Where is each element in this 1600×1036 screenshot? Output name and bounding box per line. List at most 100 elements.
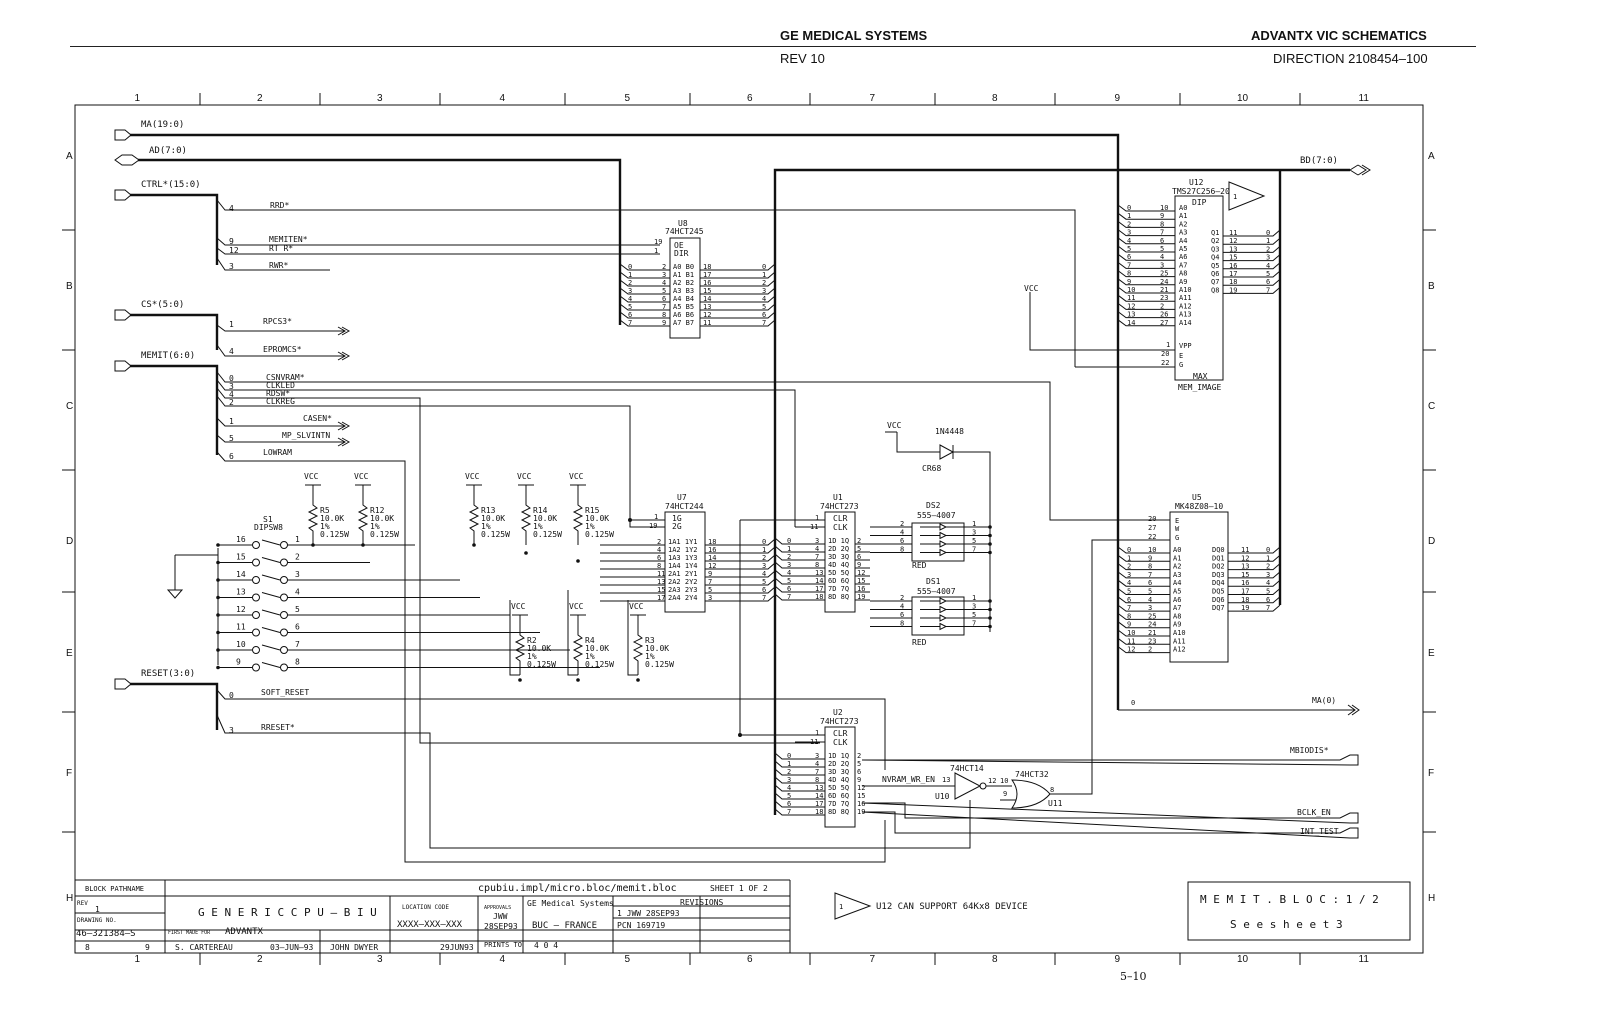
svg-text:0: 0 bbox=[229, 374, 234, 383]
u12-pin: 13 bbox=[1229, 245, 1237, 253]
svg-text:3: 3 bbox=[229, 382, 234, 391]
svg-text:20: 20 bbox=[1161, 350, 1169, 358]
u8-pin-name: A0 B0 bbox=[673, 263, 694, 271]
u8-a-wire bbox=[619, 311, 670, 319]
u8-pin-name: A6 B6 bbox=[673, 311, 694, 319]
u5-pin-name: A1 bbox=[1173, 554, 1181, 562]
u8-b-wire bbox=[700, 319, 776, 327]
block-path: cpubiu.impl/micro.bloc/memit.bloc bbox=[478, 883, 677, 894]
junction-dot bbox=[628, 518, 632, 522]
resistor-ref: R14 bbox=[533, 506, 548, 515]
resistor-tolerance: 1% bbox=[533, 522, 543, 531]
latch-pin: 8 bbox=[815, 561, 819, 569]
s1-ref: S1 bbox=[263, 515, 273, 524]
u8-pin-name: A2 B2 bbox=[673, 279, 694, 287]
u12-pin: 25 bbox=[1160, 270, 1168, 278]
latch-pin: 8 bbox=[815, 776, 819, 784]
ds1-part: 555–4007 bbox=[917, 587, 956, 596]
u12-pin-name: Q1 bbox=[1211, 229, 1219, 237]
grid-col-bottom-8: 8 bbox=[992, 954, 998, 965]
u7-bit: 6 bbox=[762, 586, 766, 594]
u2-ref: U2 bbox=[833, 708, 843, 717]
latch-pin: 4 bbox=[815, 545, 819, 553]
u7-pin: 15 bbox=[657, 586, 665, 594]
u12-pin-name: A14 bbox=[1179, 319, 1192, 327]
s1-switch-7 bbox=[218, 644, 570, 651]
u12-bit: 6 bbox=[1266, 278, 1270, 286]
grid-col-bottom-6: 6 bbox=[747, 954, 753, 965]
u8-a-wire bbox=[619, 303, 670, 311]
u5-bit: 9 bbox=[1127, 621, 1131, 629]
u12-bit: 14 bbox=[1127, 319, 1135, 327]
u8-ref: U8 bbox=[678, 219, 688, 228]
s1-switch-5 bbox=[218, 609, 510, 616]
ds2-pin: 7 bbox=[972, 546, 976, 554]
u5-pin-name: A3 bbox=[1173, 571, 1181, 579]
resistor-value: 10.0K bbox=[481, 514, 505, 523]
u7-pin: 16 bbox=[708, 546, 716, 554]
rrd-wire bbox=[216, 199, 1076, 367]
u8-bit: 3 bbox=[762, 287, 766, 295]
u7-part: 74HCT244 bbox=[665, 502, 704, 511]
u8-pin: 13 bbox=[703, 303, 711, 311]
resistor-tolerance: 1% bbox=[320, 522, 330, 531]
u8-pin: 11 bbox=[703, 319, 711, 327]
s1-contact bbox=[280, 611, 288, 619]
latch-pin-name: 7D 7Q bbox=[828, 585, 849, 593]
svg-text:6: 6 bbox=[229, 452, 234, 461]
s1-contact bbox=[280, 593, 288, 602]
ds2-pin: 4 bbox=[900, 529, 904, 537]
grid-row-left-C: C bbox=[66, 401, 73, 412]
see-sheet: S e e s h e e t 3 bbox=[1230, 918, 1343, 931]
grid-col-top-1: 1 bbox=[135, 93, 141, 104]
u12-data-wire bbox=[1223, 229, 1281, 237]
s1-pin-right: 6 bbox=[295, 623, 300, 632]
latch-in-wire bbox=[774, 569, 825, 577]
u8-pin: 4 bbox=[662, 279, 666, 287]
u8-pin: 15 bbox=[703, 287, 711, 295]
u12-control-wires bbox=[1029, 292, 1175, 368]
u12-pin: 27 bbox=[1160, 319, 1168, 327]
u12-addr-wire bbox=[1117, 270, 1175, 278]
product-name: ADVANTX bbox=[225, 927, 264, 937]
reset-bus bbox=[130, 682, 219, 730]
ds1-pin: 5 bbox=[972, 611, 976, 619]
ctrl-port-label: CTRL*(15:0) bbox=[141, 180, 201, 190]
rtr-wire bbox=[216, 247, 660, 255]
u5-bit: 7 bbox=[1127, 604, 1131, 612]
latch-in-wire bbox=[774, 808, 825, 816]
u12-addr-wire bbox=[1117, 204, 1175, 212]
u8-pin-name: A7 B7 bbox=[673, 319, 694, 327]
resistor-power: 0.125W bbox=[320, 530, 349, 539]
company-name: GE Medical Systems bbox=[527, 899, 614, 908]
resistor-r4 bbox=[570, 614, 586, 675]
s1-pin-left: 12 bbox=[236, 605, 246, 614]
u12-bit: 0 bbox=[1266, 229, 1270, 237]
junction-dot bbox=[576, 678, 580, 682]
note-flag bbox=[834, 892, 872, 920]
u8-a-wire bbox=[619, 295, 670, 303]
u7-pin: 12 bbox=[708, 562, 716, 570]
svg-text:CLK: CLK bbox=[833, 523, 848, 532]
u12-pin: 11 bbox=[1229, 229, 1237, 237]
u12-footprint: MAX bbox=[1193, 372, 1208, 381]
resistor-vcc: VCC bbox=[569, 602, 584, 611]
s1-pin-left: 10 bbox=[236, 640, 246, 649]
rwr-wire bbox=[216, 257, 330, 271]
u7-pin: 7 bbox=[708, 578, 712, 586]
grid-col-top-10: 10 bbox=[1237, 93, 1249, 104]
svg-text:1: 1 bbox=[1233, 193, 1237, 201]
casen-wire bbox=[216, 417, 351, 431]
svg-text:2G: 2G bbox=[672, 522, 682, 531]
u5-pin: 9 bbox=[1148, 554, 1152, 562]
u5-bit: 4 bbox=[1127, 579, 1131, 587]
cr68-vcc: VCC bbox=[887, 421, 902, 430]
svg-text:CLR: CLR bbox=[833, 514, 848, 523]
latch-pin: 17 bbox=[815, 585, 823, 593]
resistor-vcc: VCC bbox=[517, 472, 532, 481]
u12-bit: 7 bbox=[1266, 286, 1270, 294]
u12-pin-name: Q6 bbox=[1211, 270, 1219, 278]
u8-bit: 7 bbox=[628, 319, 632, 327]
latch-pin-name: 2D 2Q bbox=[828, 545, 849, 553]
